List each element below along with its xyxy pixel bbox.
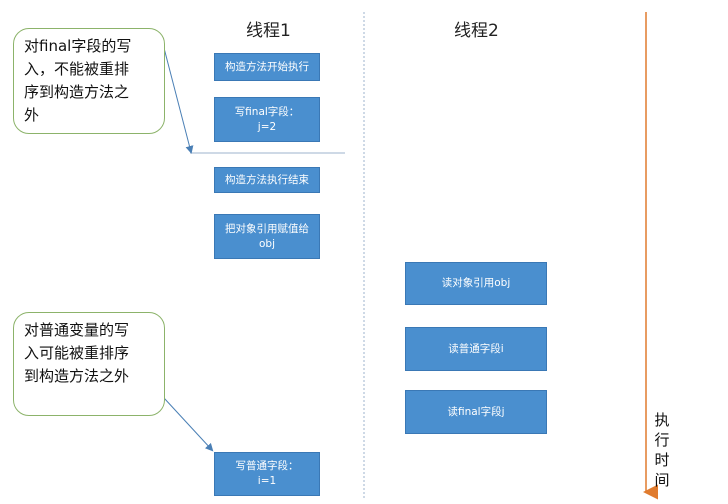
- step-read-normal-field: 读普通字段i: [405, 327, 547, 371]
- step-read-final-field: 读final字段j: [405, 390, 547, 434]
- step-constructor-start: 构造方法开始执行: [214, 53, 320, 81]
- step-assign-obj-reference: 把对象引用赋值给 obj: [214, 214, 320, 259]
- normal-note-connector: [163, 397, 214, 452]
- step-read-obj-reference: 读对象引用obj: [405, 262, 547, 305]
- final-note-connector: [163, 47, 194, 154]
- normal-field-note: 对普通变量的写 入可能被重排序 到构造方法之外: [13, 312, 165, 416]
- thread2-header: 线程2: [454, 21, 499, 41]
- step-constructor-end: 构造方法执行结束: [214, 167, 320, 193]
- step-write-final-field: 写final字段： j=2: [214, 97, 320, 142]
- final-field-note: 对final字段的写 入，不能被重排 序到构造方法之 外: [13, 28, 165, 134]
- step-write-normal-field: 写普通字段： i=1: [214, 452, 320, 496]
- timeline-label: 执行时间: [654, 411, 670, 489]
- thread1-header: 线程1: [246, 21, 291, 41]
